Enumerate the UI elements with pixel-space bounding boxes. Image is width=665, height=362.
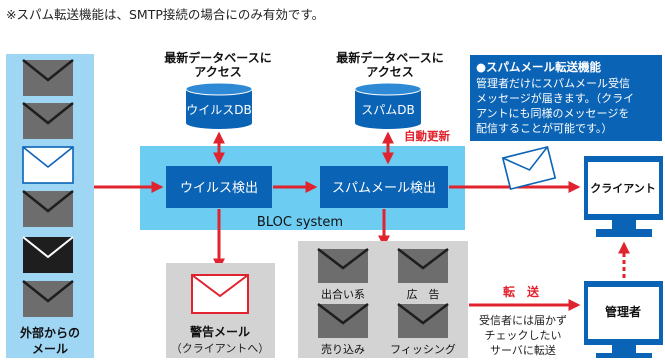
- spam-check-label: スパムメール検出: [332, 181, 436, 196]
- envelope-icon: [22, 236, 74, 273]
- transfer-note-2: チェックしたい: [485, 329, 562, 342]
- spam-db-label: スパムDB: [361, 103, 414, 117]
- system-name: BLOC system: [257, 215, 343, 230]
- incoming-envelopes: [22, 59, 74, 317]
- envelope-icon: [397, 248, 449, 283]
- virus-db-label: ウイルスDB: [186, 103, 251, 117]
- virus-check-box: [166, 166, 272, 208]
- envelope-icon: [22, 59, 74, 96]
- transfer-note-1: 受信者には届かず: [479, 314, 567, 327]
- info-title: ●スパムメール転送機能: [476, 60, 602, 74]
- info-line-3: アントにも同様のメッセージを: [476, 106, 629, 120]
- incoming-label-2: メール: [32, 342, 68, 356]
- info-box: [470, 55, 662, 141]
- client-label: クライアント: [590, 182, 656, 195]
- access-label-right-1: 最新データベースに: [336, 50, 443, 65]
- spam-check-box: [320, 166, 448, 208]
- access-label-left-2: アクセス: [194, 65, 241, 79]
- category-label: フィッシング: [390, 342, 456, 356]
- info-line-4: 配信することが可能です。）: [476, 121, 612, 135]
- info-line-1: 管理者だけにスパムメール受信: [476, 76, 630, 90]
- client-monitor-icon: [584, 156, 663, 237]
- auto-update-label: 自動更新: [404, 129, 450, 143]
- envelope-icon: [397, 303, 449, 338]
- spam-category-envelopes: [317, 248, 449, 338]
- admin-label: 管理者: [605, 304, 641, 319]
- spam-db-cylinder: [354, 82, 422, 129]
- envelope-icon: [22, 102, 74, 139]
- envelope-icon: [22, 190, 74, 227]
- envelope-icon: [317, 248, 369, 283]
- warning-sub-label: （クライアントへ）: [171, 342, 270, 355]
- warning-label: 警告メール: [189, 324, 250, 339]
- virus-check-label: ウイルス検出: [180, 181, 258, 196]
- admin-monitor-icon: [584, 281, 663, 358]
- incoming-label-1: 外部からの: [20, 325, 80, 340]
- info-line-2: メッセージが届きます。（クライ: [476, 91, 634, 105]
- transfer-note-3: サーバに転送: [490, 343, 556, 357]
- envelope-icon: [22, 280, 74, 317]
- clean-envelope-icon: [501, 145, 557, 191]
- category-label: 売り込み: [321, 343, 365, 356]
- warning-envelope-icon: [191, 274, 249, 314]
- envelope-icon: [22, 146, 74, 184]
- transfer-label: 転 送: [503, 284, 540, 299]
- access-label-left-1: 最新データベースに: [164, 50, 271, 65]
- envelope-icon: [317, 303, 369, 338]
- virus-db-cylinder: [185, 82, 253, 129]
- note-text: ※スパム転送機能は、SMTP接続の場合にのみ有効です。: [6, 7, 324, 22]
- category-label: 広 告: [407, 288, 440, 301]
- category-label: 出合い系: [321, 287, 365, 301]
- access-label-right-2: アクセス: [366, 65, 413, 79]
